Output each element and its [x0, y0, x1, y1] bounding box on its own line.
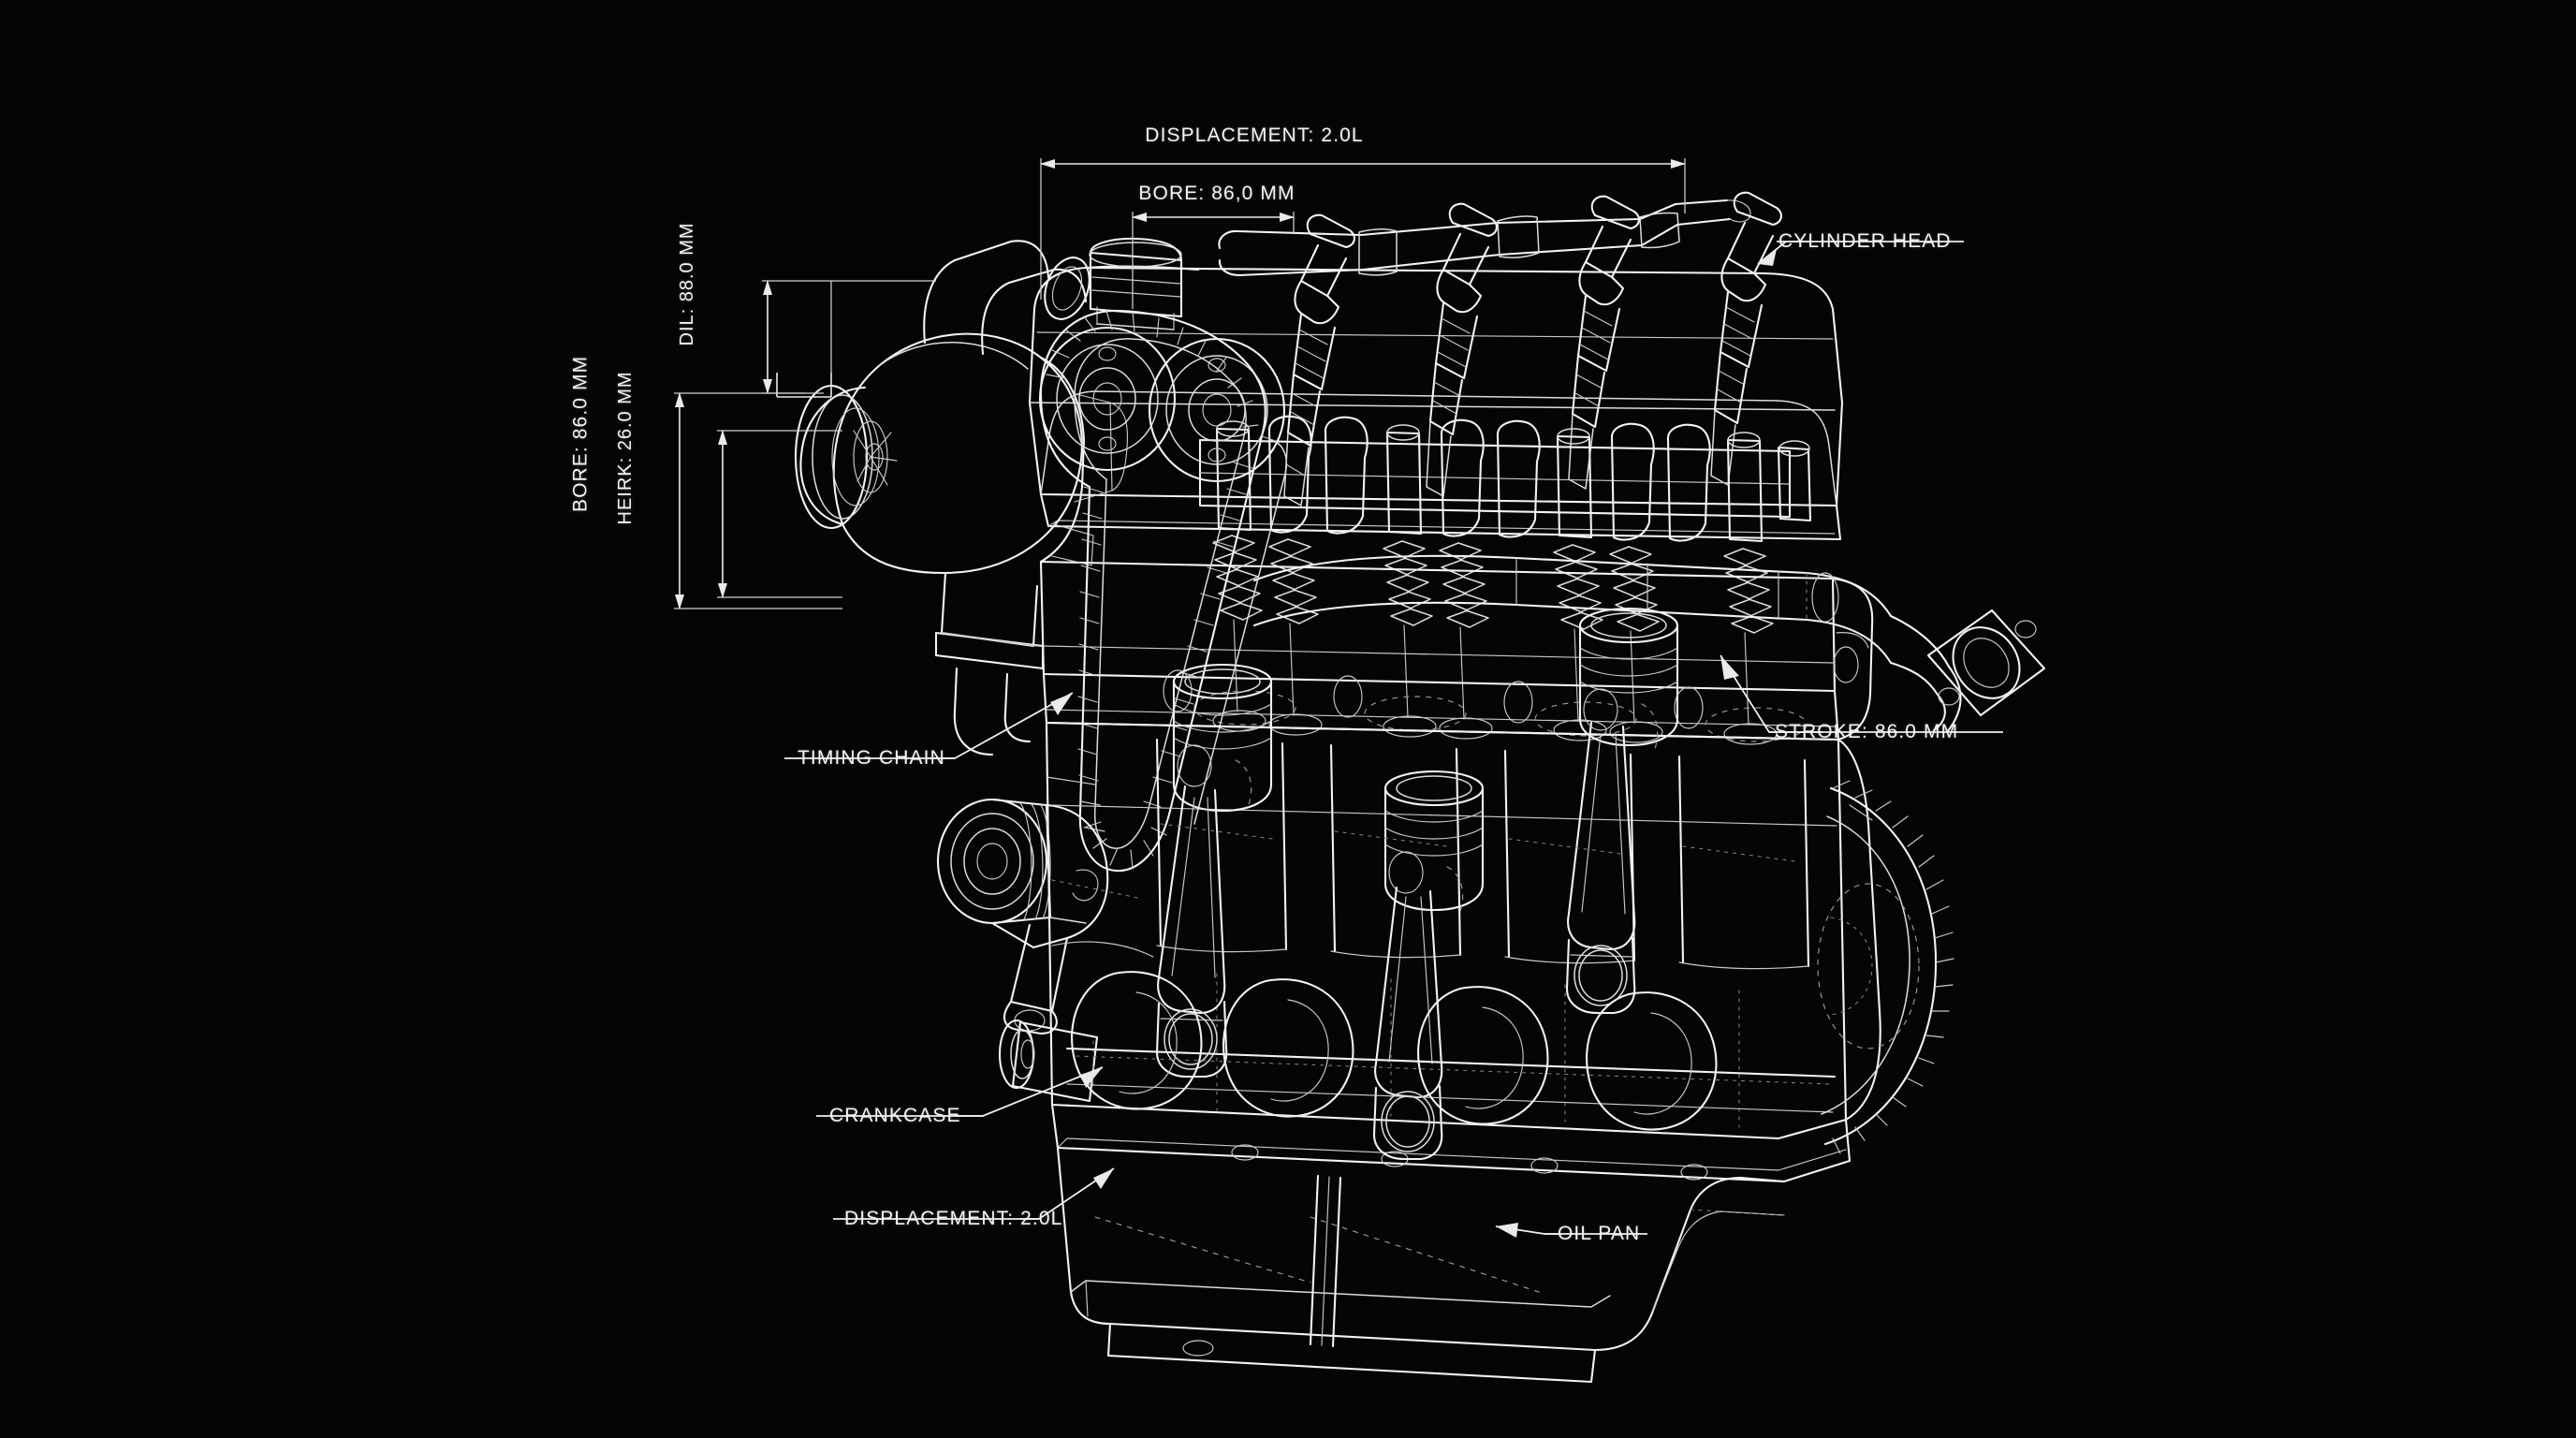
- leader-crankcase: [816, 1066, 1104, 1117]
- leader-cylinder-head: [1757, 241, 1964, 266]
- flywheel-ring-gear: [1817, 780, 1954, 1154]
- cam-sprocket: [1038, 326, 1286, 483]
- leader-oil-pan: [1495, 1223, 1647, 1238]
- crankcase: [1045, 721, 1881, 1183]
- exhaust-flange: [1926, 609, 2046, 717]
- dim-displacement-top: [1040, 158, 1686, 300]
- callout-label-timing-chain: TIMING CHAIN: [798, 747, 945, 769]
- leader-stroke: [1720, 654, 2003, 733]
- leader-timing-chain: [784, 692, 1074, 759]
- dim-label-bore-top: BORE: 86,0 MM: [1138, 183, 1295, 204]
- fuel-injector: [1283, 191, 1782, 506]
- exhaust-manifold: [1252, 554, 2046, 734]
- dim-label-displacement-top: DISPLACEMENT: 2.0L: [1145, 125, 1364, 146]
- timing-chain: [1039, 309, 1288, 873]
- oil-pan: [1056, 1146, 1786, 1384]
- callout-label-oil-pan: OIL PAN: [1558, 1223, 1641, 1244]
- dim-dil-left: [762, 280, 936, 398]
- front-cover-detail: [1046, 776, 1796, 958]
- dim-bore-left: [674, 392, 842, 609]
- crankshaft: [1065, 949, 1837, 1148]
- dim-heirk-left: [717, 430, 842, 598]
- leader-displacement-bottom: [833, 1167, 1115, 1220]
- oil-filler-cap: [1089, 237, 1183, 330]
- callout-label-stroke: STROKE: 86.0 MM: [1775, 721, 1959, 742]
- fuel-rail: [1218, 198, 1751, 277]
- dim-label-heirk-left: HEIRK: 26.0 MM: [614, 371, 636, 525]
- dim-label-bore-left: BORE: 86.0 MM: [569, 355, 592, 512]
- valve-spring: [1212, 535, 1778, 745]
- turbocharger: [794, 240, 1129, 756]
- piston: [1172, 607, 1679, 913]
- callout-label-crankcase: CRANKCASE: [829, 1105, 961, 1126]
- callout-label-cylinder-head: CYLINDER HEAD: [1778, 230, 1952, 252]
- camshaft: [1198, 415, 1812, 543]
- crank-pulley: [936, 798, 1109, 1035]
- callout-label-displacement: DISPLACEMENT: 2.0L: [844, 1208, 1063, 1229]
- dim-label-dil-left: DIL: 88.0 MM: [676, 222, 697, 346]
- dim-bore-top: [1132, 212, 1295, 309]
